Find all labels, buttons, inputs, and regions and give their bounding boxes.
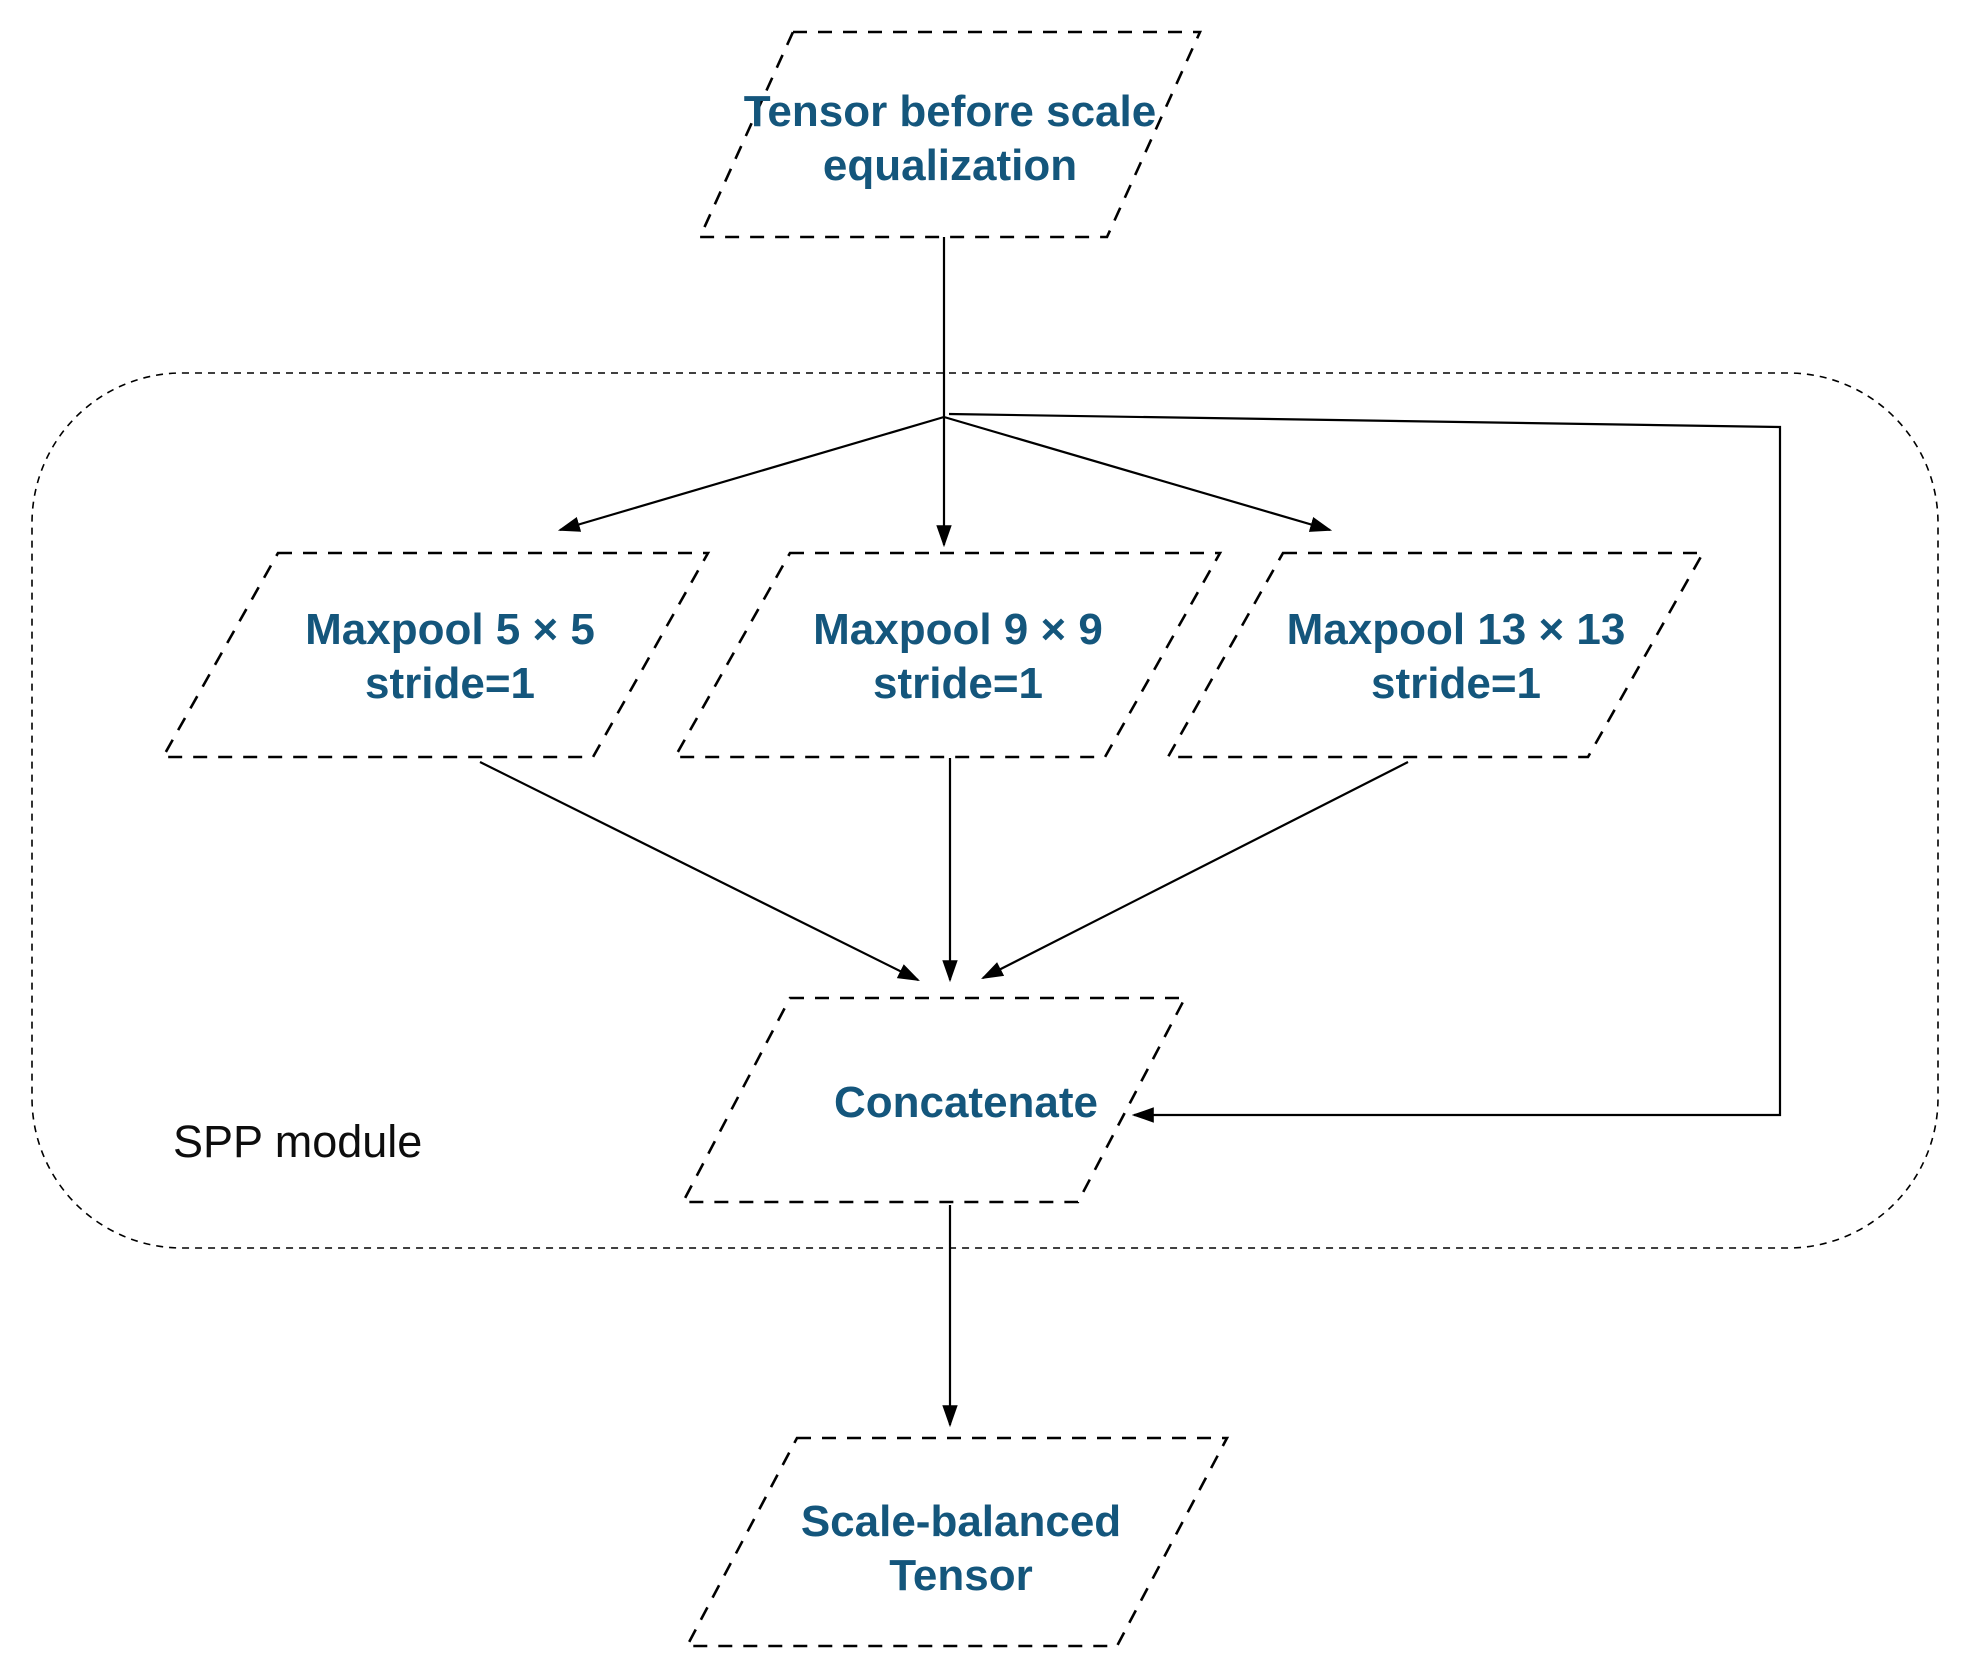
concatenate-shape [680,996,1188,1204]
tensor-before-line2: equalization [822,141,1078,190]
maxpool9-label: Maxpool 9 × 9 stride=1 [813,603,1103,711]
maxpool9-shape [672,551,1223,759]
concatenate-line1: Concatenate [833,1078,1099,1127]
tensor-before-shape [697,30,1203,239]
maxpool5-line2: stride=1 [365,659,535,708]
scale-balanced-line2: Tensor [889,1551,1033,1600]
maxpool13-line2: stride=1 [1371,659,1541,708]
maxpool5-shape [160,551,711,759]
maxpool9-line1: Maxpool 9 × 9 [813,605,1103,654]
edge-split-to-maxpool13 [943,415,1333,532]
maxpool5-line1: Maxpool 5 × 5 [305,605,595,654]
tensor-before-line1: Tensor before scale [743,87,1157,136]
edge-maxpool5-to-concatenate [479,761,920,981]
maxpool13-line1: Maxpool 13 × 13 [1286,605,1626,654]
edge-maxpool13-to-concatenate [981,761,1409,979]
tensor-before-label: Tensor before scale equalization [744,85,1156,193]
maxpool5-label: Maxpool 5 × 5 stride=1 [305,603,595,711]
maxpool13-label: Maxpool 13 × 13 stride=1 [1287,603,1626,711]
concatenate-label: Concatenate [834,1076,1098,1130]
edge-split-to-maxpool5 [557,415,945,532]
scale-balanced-label: Scale-balanced Tensor [801,1495,1121,1603]
scale-balanced-line1: Scale-balanced [800,1497,1122,1546]
edge-skip-to-concatenate [948,412,1782,1123]
scale-balanced-shape [684,1436,1230,1648]
maxpool13-shape [1165,551,1706,759]
spp-module-title: SPP module [173,1116,423,1167]
maxpool9-line2: stride=1 [873,659,1043,708]
